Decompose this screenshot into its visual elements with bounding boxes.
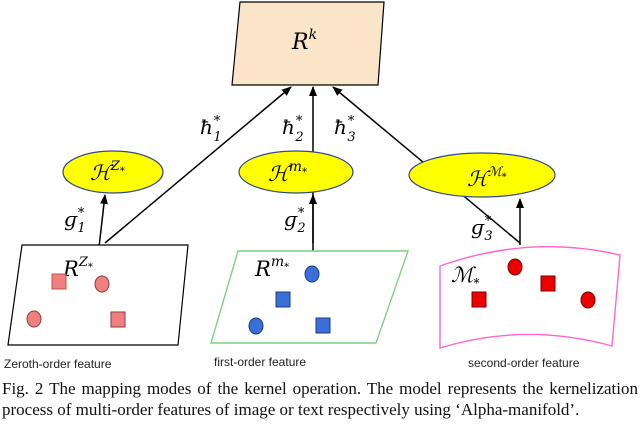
zeroth-circle-2 — [26, 310, 42, 328]
h-second-label: ℋℳ* — [467, 165, 507, 191]
first-space-label: Rm* — [254, 254, 289, 281]
zeroth-square-2 — [110, 311, 126, 328]
zeroth-order-caption: Zeroth-order feature — [4, 357, 112, 371]
edge-label-g3: ɡ*3 — [471, 214, 493, 244]
kernel-ellipse-first — [238, 150, 354, 194]
zeroth-circle-1 — [94, 275, 110, 293]
edge-label-hbar2: ħ*2 — [282, 114, 304, 145]
zeroth-order-space — [7, 244, 189, 346]
kernel-mapping-diagram: Rk ħ*1 ħ*2 ħ*3 ℋZ* ℋm* ℋℳ* ɡ*1 ɡ*2 ɡ*3 R… — [4, 1, 621, 371]
first-square-1 — [275, 291, 291, 308]
zeroth-square-1 — [51, 273, 67, 290]
second-square-2 — [471, 291, 487, 308]
second-order-caption: second-order feature — [468, 356, 580, 370]
second-circle-1 — [507, 258, 523, 276]
second-circle-2 — [580, 291, 596, 309]
second-order-manifold — [439, 246, 621, 349]
h-first-label: ℋm* — [268, 159, 307, 186]
kernel-ellipse-zeroth — [62, 150, 164, 194]
kernel-space-box — [231, 1, 385, 86]
edge-label-hbar1: ħ*1 — [200, 114, 222, 145]
kernel-space-label: Rk — [291, 27, 317, 55]
first-square-2 — [315, 317, 331, 334]
kernel-ellipse-second — [408, 152, 556, 198]
first-order-space — [210, 250, 409, 344]
edge-label-g2: ɡ*2 — [284, 206, 306, 236]
figure-caption: Fig. 2 The mapping modes of the kernel o… — [2, 379, 638, 419]
arrow-h1 — [104, 86, 292, 244]
second-square-1 — [540, 275, 556, 292]
first-circle-2 — [248, 317, 264, 335]
first-circle-1 — [304, 265, 320, 283]
second-space-label: ℳ* — [451, 263, 479, 290]
edge-label-hbar3: ħ*3 — [334, 114, 356, 145]
h-zeroth-label: ℋZ* — [90, 159, 125, 185]
first-order-caption: first-order feature — [214, 355, 306, 369]
edge-label-g1: ɡ*1 — [64, 206, 86, 236]
